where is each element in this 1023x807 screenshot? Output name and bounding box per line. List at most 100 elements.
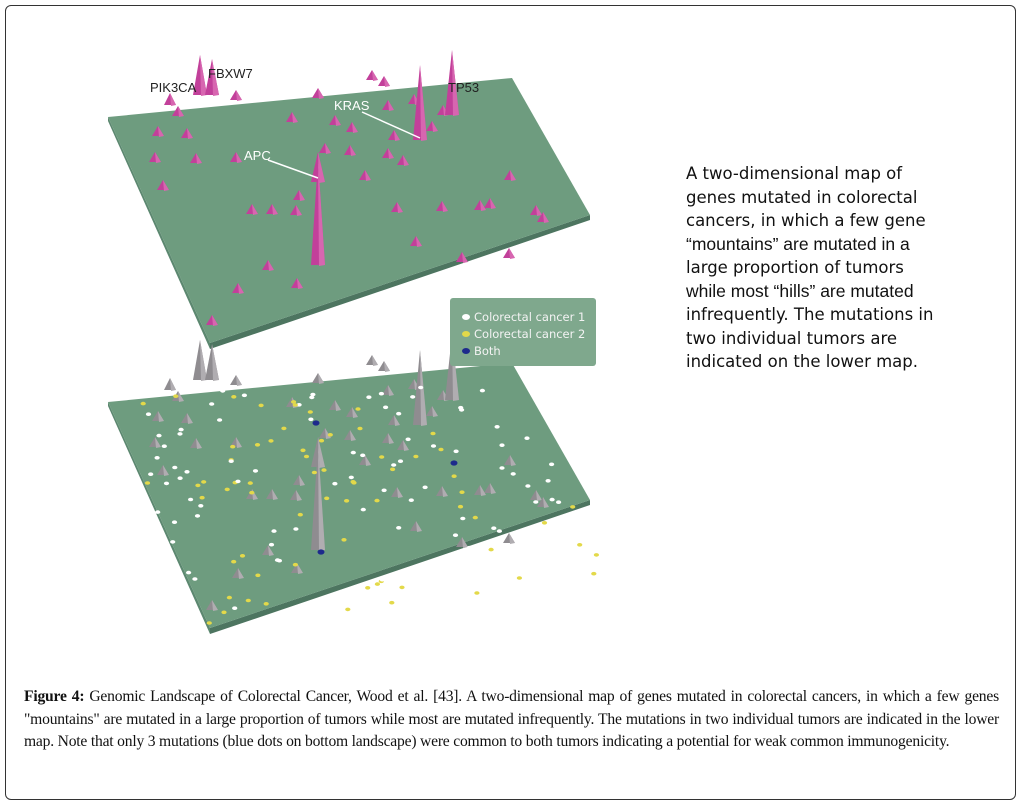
mutation-dot bbox=[430, 431, 436, 436]
mutation-dot bbox=[527, 558, 533, 562]
mutation-dot bbox=[303, 454, 310, 459]
hill-highlight bbox=[388, 148, 394, 159]
mutation-dot bbox=[254, 443, 261, 447]
hill-highlight bbox=[170, 378, 176, 391]
mutation-dot bbox=[383, 405, 389, 410]
mutation-dot bbox=[569, 544, 575, 549]
hill-highlight bbox=[335, 400, 341, 411]
mutation-dot bbox=[230, 444, 236, 449]
mutation-dot bbox=[479, 388, 485, 393]
mutation-dot bbox=[281, 426, 287, 431]
mutation-dot bbox=[217, 418, 223, 422]
hill-highlight bbox=[536, 490, 542, 501]
mutation-dot bbox=[541, 521, 548, 525]
mutation-dot bbox=[307, 410, 313, 414]
mutation-dot bbox=[460, 571, 467, 575]
mutation-dot bbox=[374, 498, 380, 503]
hill-highlight bbox=[490, 483, 496, 494]
mutation-dot bbox=[381, 488, 387, 493]
hill-highlight bbox=[442, 486, 448, 497]
mutation-dot bbox=[397, 459, 404, 464]
mutation-dot bbox=[549, 497, 555, 502]
hill-highlight bbox=[403, 440, 409, 451]
hill-highlight bbox=[158, 411, 164, 422]
mutation-dot bbox=[173, 394, 179, 399]
plane-edge bbox=[108, 402, 210, 634]
hill-highlight bbox=[350, 430, 356, 441]
hill-highlight bbox=[442, 201, 448, 212]
hill-highlight bbox=[509, 533, 515, 544]
plane-surface bbox=[108, 78, 590, 343]
mutation-dot bbox=[357, 426, 363, 431]
mutation-dot bbox=[430, 444, 437, 448]
mutation-dot bbox=[201, 480, 207, 484]
mutation-dot bbox=[350, 450, 356, 455]
mutation-dot bbox=[418, 385, 424, 390]
mutation-dot bbox=[178, 427, 184, 432]
mutation-dot bbox=[366, 395, 372, 400]
mutation-dot bbox=[177, 476, 183, 481]
hill-highlight bbox=[365, 170, 371, 181]
mutation-dot bbox=[405, 437, 411, 442]
mutation-dot bbox=[452, 533, 459, 537]
mutation-dot bbox=[459, 490, 465, 495]
hill-highlight bbox=[236, 90, 242, 101]
mutation-dot bbox=[255, 573, 261, 578]
hill-highlight bbox=[318, 437, 325, 468]
mutation-dot bbox=[297, 512, 303, 517]
mutation-dot bbox=[172, 465, 178, 470]
mutation-dot bbox=[241, 393, 247, 398]
hill-highlight bbox=[318, 373, 324, 384]
mutation-dot bbox=[292, 403, 298, 407]
mutation-dot bbox=[390, 467, 396, 472]
hill-highlight bbox=[297, 563, 303, 574]
mutation-dot bbox=[459, 408, 465, 412]
hill-highlight bbox=[372, 355, 378, 366]
hill-highlight bbox=[462, 537, 468, 548]
mutation-dot bbox=[451, 474, 457, 479]
mutation-dot bbox=[472, 515, 478, 520]
mutation-dot bbox=[341, 538, 347, 542]
gene-label-apc: APC bbox=[244, 148, 271, 163]
hill-highlight bbox=[462, 252, 468, 263]
mutation-dot bbox=[556, 500, 562, 505]
mutation-dot bbox=[379, 577, 385, 582]
hill-highlight bbox=[543, 212, 549, 223]
legend-label-cancer1: Colorectal cancer 1 bbox=[474, 310, 585, 324]
mutation-dot bbox=[231, 395, 237, 399]
mutation-dot bbox=[296, 403, 302, 407]
hill-highlight bbox=[299, 475, 305, 486]
mutation-dot bbox=[365, 586, 371, 590]
hill-highlight bbox=[416, 521, 422, 532]
hill-highlight bbox=[432, 121, 438, 132]
hill-highlight bbox=[384, 76, 390, 87]
mutation-dot bbox=[170, 540, 176, 544]
hill-highlight bbox=[394, 415, 400, 426]
mutation-dot bbox=[321, 468, 327, 472]
mutation-dot bbox=[188, 497, 194, 502]
landscape-figure: PIK3CA FBXW7 TP53 KRAS APC Colorectal ca… bbox=[108, 50, 600, 634]
figure-frame bbox=[5, 5, 1016, 800]
legend-label-both: Both bbox=[474, 344, 501, 358]
hill-highlight bbox=[372, 70, 378, 81]
hill-highlight bbox=[272, 489, 278, 500]
mutation-dot bbox=[144, 481, 151, 485]
mutation-dot bbox=[360, 453, 366, 458]
mutation-dot bbox=[271, 529, 277, 533]
mutation-dot bbox=[327, 433, 333, 437]
mutation-dot bbox=[474, 591, 480, 595]
gene-labels: PIK3CA FBXW7 TP53 KRAS APC bbox=[150, 66, 479, 179]
shared-mutation-dot bbox=[450, 460, 458, 466]
mutation-dot bbox=[232, 606, 238, 610]
hill-highlight bbox=[388, 100, 394, 111]
side-line: while most “hills” are mutated bbox=[686, 280, 914, 301]
mutation-dot bbox=[192, 577, 198, 581]
mutation-dot bbox=[263, 602, 269, 606]
mutation-dot bbox=[268, 439, 274, 443]
mutation-dot bbox=[154, 456, 160, 460]
side-description: A two-dimensional map of genes mutated i… bbox=[686, 162, 986, 374]
legend-dot-cancer1 bbox=[462, 314, 470, 320]
hill-highlight bbox=[510, 170, 516, 181]
mutation-dot bbox=[488, 547, 494, 552]
mutation-dot bbox=[396, 526, 402, 530]
